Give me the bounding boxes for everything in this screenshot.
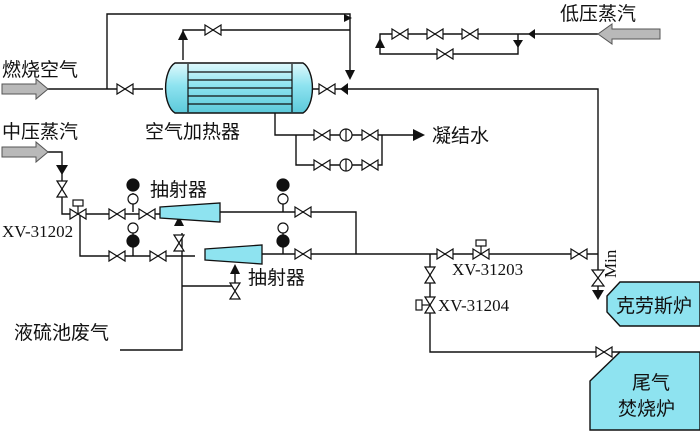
valve <box>426 27 444 41</box>
valves[interactable] <box>55 23 613 359</box>
arrow-combustion-air <box>1 77 49 101</box>
valve <box>204 23 222 37</box>
valve <box>361 158 379 172</box>
claus-furnace <box>606 281 700 327</box>
valve <box>423 266 437 284</box>
valve <box>436 247 454 261</box>
valve <box>361 128 379 142</box>
valve <box>294 205 312 219</box>
label-combustion-air: 燃烧空气 <box>2 59 78 81</box>
valve <box>108 207 126 221</box>
valve <box>108 249 126 263</box>
valve <box>436 47 454 61</box>
valve <box>590 269 606 287</box>
label-min: Min <box>601 249 620 278</box>
valve <box>570 247 588 261</box>
arrow-medium-steam <box>1 140 49 164</box>
valve <box>116 82 134 96</box>
label-ejector-2: 抽射器 <box>248 267 305 289</box>
label-tail-gas-1: 尾气 <box>632 372 670 394</box>
valve <box>461 27 479 41</box>
arrow-low-steam <box>597 23 661 45</box>
input-arrows <box>1 23 661 164</box>
label-medium-steam: 中压蒸汽 <box>2 121 78 143</box>
orifices <box>339 128 353 172</box>
valve-actuators <box>72 199 487 311</box>
pressure-gauges <box>126 178 290 248</box>
valve <box>595 345 613 359</box>
air-heater <box>164 62 314 114</box>
ejector-2 <box>204 244 263 265</box>
tag-xv-31204: XV-31204 <box>438 296 510 315</box>
tag-xv-31203: XV-31203 <box>452 260 523 279</box>
label-sulfur-pit-gas: 液硫池废气 <box>14 322 109 344</box>
labels: 燃烧空气 低压蒸汽 空气加热器 凝结水 中压蒸汽 抽射器 抽射器 液硫池废气 克… <box>2 3 692 420</box>
flow-arrows <box>56 14 604 300</box>
ejector-1 <box>159 202 221 223</box>
label-condensate: 凝结水 <box>432 125 489 147</box>
tail-gas-incinerator <box>589 351 700 431</box>
valve <box>313 128 331 142</box>
valve <box>313 158 331 172</box>
label-air-heater: 空气加热器 <box>145 121 240 143</box>
valve <box>149 249 167 263</box>
valve <box>138 207 156 221</box>
valve <box>55 180 69 198</box>
label-low-steam: 低压蒸汽 <box>560 3 636 25</box>
label-tail-gas-2: 焚烧炉 <box>618 398 675 420</box>
label-ejector-1: 抽射器 <box>150 179 207 201</box>
label-claus-furnace: 克劳斯炉 <box>616 295 692 317</box>
tag-xv-31202: XV-31202 <box>2 222 73 241</box>
valve <box>318 82 336 96</box>
valve <box>391 27 409 41</box>
valve <box>172 234 186 252</box>
valve <box>228 282 242 300</box>
valve <box>294 247 312 261</box>
ejectors <box>159 202 263 265</box>
